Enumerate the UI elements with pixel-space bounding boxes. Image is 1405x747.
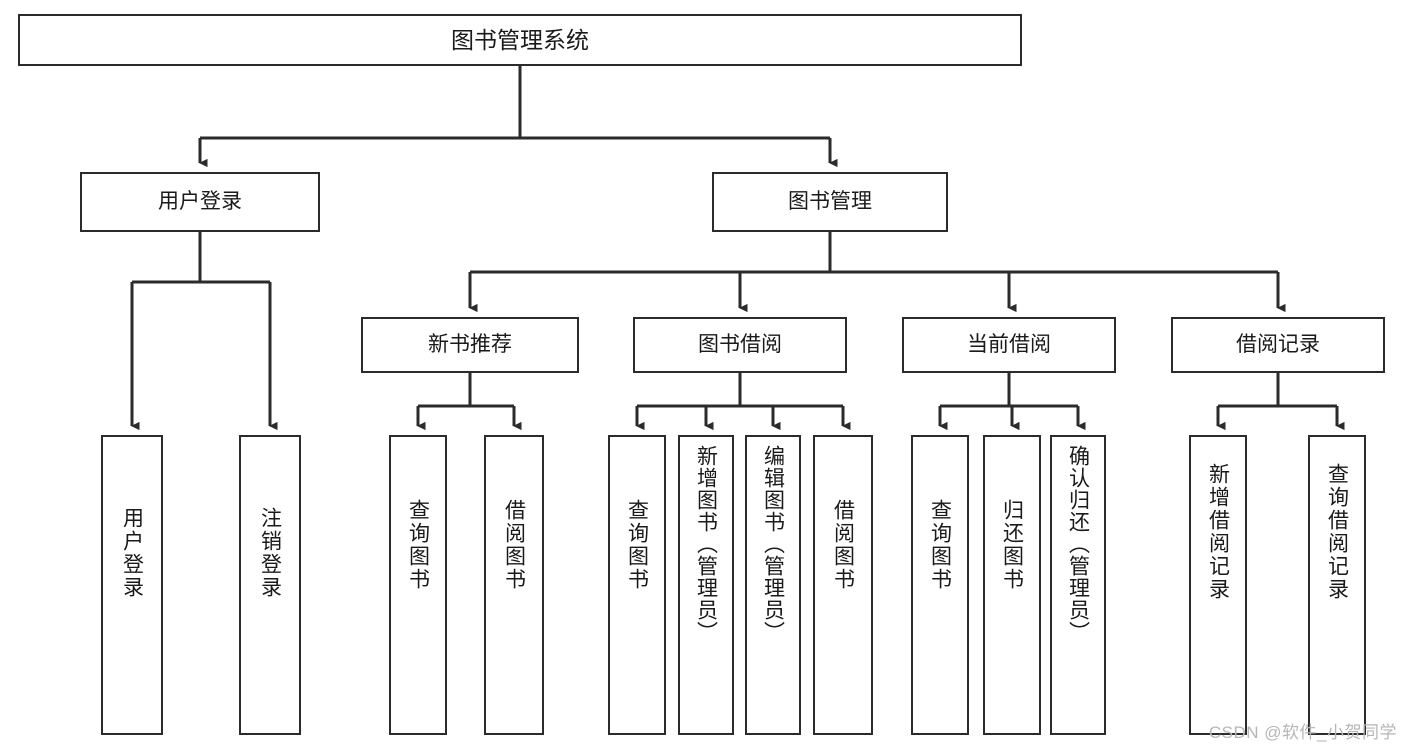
node-label: 新增借阅记录	[1206, 463, 1230, 601]
node-label: 查询图书	[625, 499, 649, 591]
leaf-add-book-admin[interactable]: 新增图书（管理员）	[678, 435, 734, 735]
node-label: 当前借阅	[967, 332, 1051, 356]
leaf-add-borrow-record[interactable]: 新增借阅记录	[1189, 435, 1247, 735]
node-label: 归还图书	[1000, 499, 1024, 591]
node-label: 图书管理	[788, 189, 872, 213]
node-label: 图书借阅	[698, 332, 782, 356]
watermark-text: CSDN @软件_小贺同学	[1208, 723, 1397, 742]
node-label: 新书推荐	[428, 332, 512, 356]
leaf-borrow-book-recommend[interactable]: 借阅图书	[484, 435, 544, 735]
node-label: 查询图书	[406, 499, 430, 591]
leaf-query-book-recommend[interactable]: 查询图书	[389, 435, 447, 735]
leaf-edit-book-admin[interactable]: 编辑图书（管理员）	[745, 435, 801, 735]
node-label: 图书管理系统	[451, 26, 589, 53]
leaf-return-book[interactable]: 归还图书	[983, 435, 1041, 735]
node-borrow-record[interactable]: 借阅记录	[1171, 317, 1385, 373]
leaf-query-borrow-record[interactable]: 查询借阅记录	[1308, 435, 1366, 735]
leaf-query-book-borrow[interactable]: 查询图书	[608, 435, 666, 735]
node-label: 查询图书	[928, 499, 952, 591]
node-label: 借阅记录	[1236, 332, 1320, 356]
node-root-system[interactable]: 图书管理系统	[18, 14, 1022, 66]
leaf-user-login[interactable]: 用户登录	[101, 435, 163, 735]
node-new-book-recommend[interactable]: 新书推荐	[361, 317, 579, 373]
node-label: 注销登录	[258, 507, 282, 599]
node-label: 确认归还（管理员）	[1066, 445, 1090, 643]
node-label: 查询借阅记录	[1325, 463, 1349, 601]
node-current-borrow[interactable]: 当前借阅	[902, 317, 1116, 373]
node-book-management[interactable]: 图书管理	[712, 172, 948, 232]
leaf-logout[interactable]: 注销登录	[239, 435, 301, 735]
leaf-query-book-current[interactable]: 查询图书	[911, 435, 969, 735]
node-label: 用户登录	[158, 189, 242, 213]
node-label: 编辑图书（管理员）	[761, 445, 785, 643]
leaf-confirm-return-admin[interactable]: 确认归还（管理员）	[1050, 435, 1106, 735]
node-label: 借阅图书	[831, 499, 855, 591]
node-label: 用户登录	[120, 507, 144, 599]
node-book-borrow[interactable]: 图书借阅	[633, 317, 847, 373]
leaf-borrow-book[interactable]: 借阅图书	[813, 435, 873, 735]
node-label: 借阅图书	[502, 499, 526, 591]
node-user-login[interactable]: 用户登录	[80, 172, 320, 232]
node-label: 新增图书（管理员）	[694, 445, 718, 643]
